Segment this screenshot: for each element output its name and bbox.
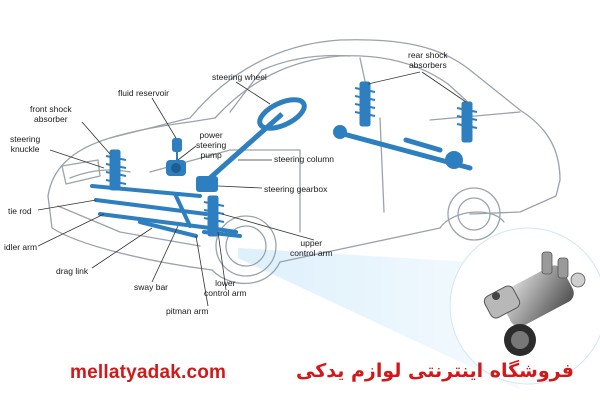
label-drag-link: drag link xyxy=(56,266,89,276)
front-shock-absorber-part xyxy=(105,149,225,237)
rear-hub-part xyxy=(333,125,347,139)
store-name: فروشگاه اینترنتی لوازم یدکی xyxy=(296,360,574,382)
steering-gearbox-part xyxy=(196,176,218,192)
power-steering-pump-part xyxy=(166,160,186,176)
front-suspension-linkage xyxy=(90,184,242,238)
label-power-steering-pump: power steering pump xyxy=(196,130,227,160)
label-sway-bar: sway bar xyxy=(134,282,169,292)
label-front-shock-absorber: front shock absorber xyxy=(30,104,72,124)
car-body-outline xyxy=(47,39,561,284)
label-steering-wheel: steering wheel xyxy=(212,72,267,82)
rear-shock-absorbers-part xyxy=(354,81,478,143)
label-steering-column: steering column xyxy=(274,154,335,164)
label-tie-rod: tie rod xyxy=(8,206,32,216)
label-rear-shock-absorbers: rear shock absorbers xyxy=(408,50,448,70)
steering-wheel-part xyxy=(257,97,307,131)
label-upper-control-arm: upper control arm xyxy=(290,238,333,258)
label-steering-knuckle: steering knuckle xyxy=(10,134,41,154)
label-fluid-reservoir: fluid reservoir xyxy=(118,88,170,98)
label-lower-control-arm: lower control arm xyxy=(204,278,247,298)
steering-gearbox-zoom-inset xyxy=(449,227,600,385)
zoom-beam xyxy=(238,248,520,390)
steering-column-part xyxy=(208,112,284,180)
website-url: mellatyadak.com xyxy=(70,362,227,383)
callout-lines xyxy=(37,71,467,307)
fluid-reservoir-part xyxy=(172,138,182,152)
label-idler-arm: idler arm xyxy=(4,242,38,252)
label-steering-gearbox: steering gearbox xyxy=(264,184,328,194)
rear-differential-part xyxy=(445,151,463,169)
label-pitman-arm: pitman arm xyxy=(166,306,209,316)
